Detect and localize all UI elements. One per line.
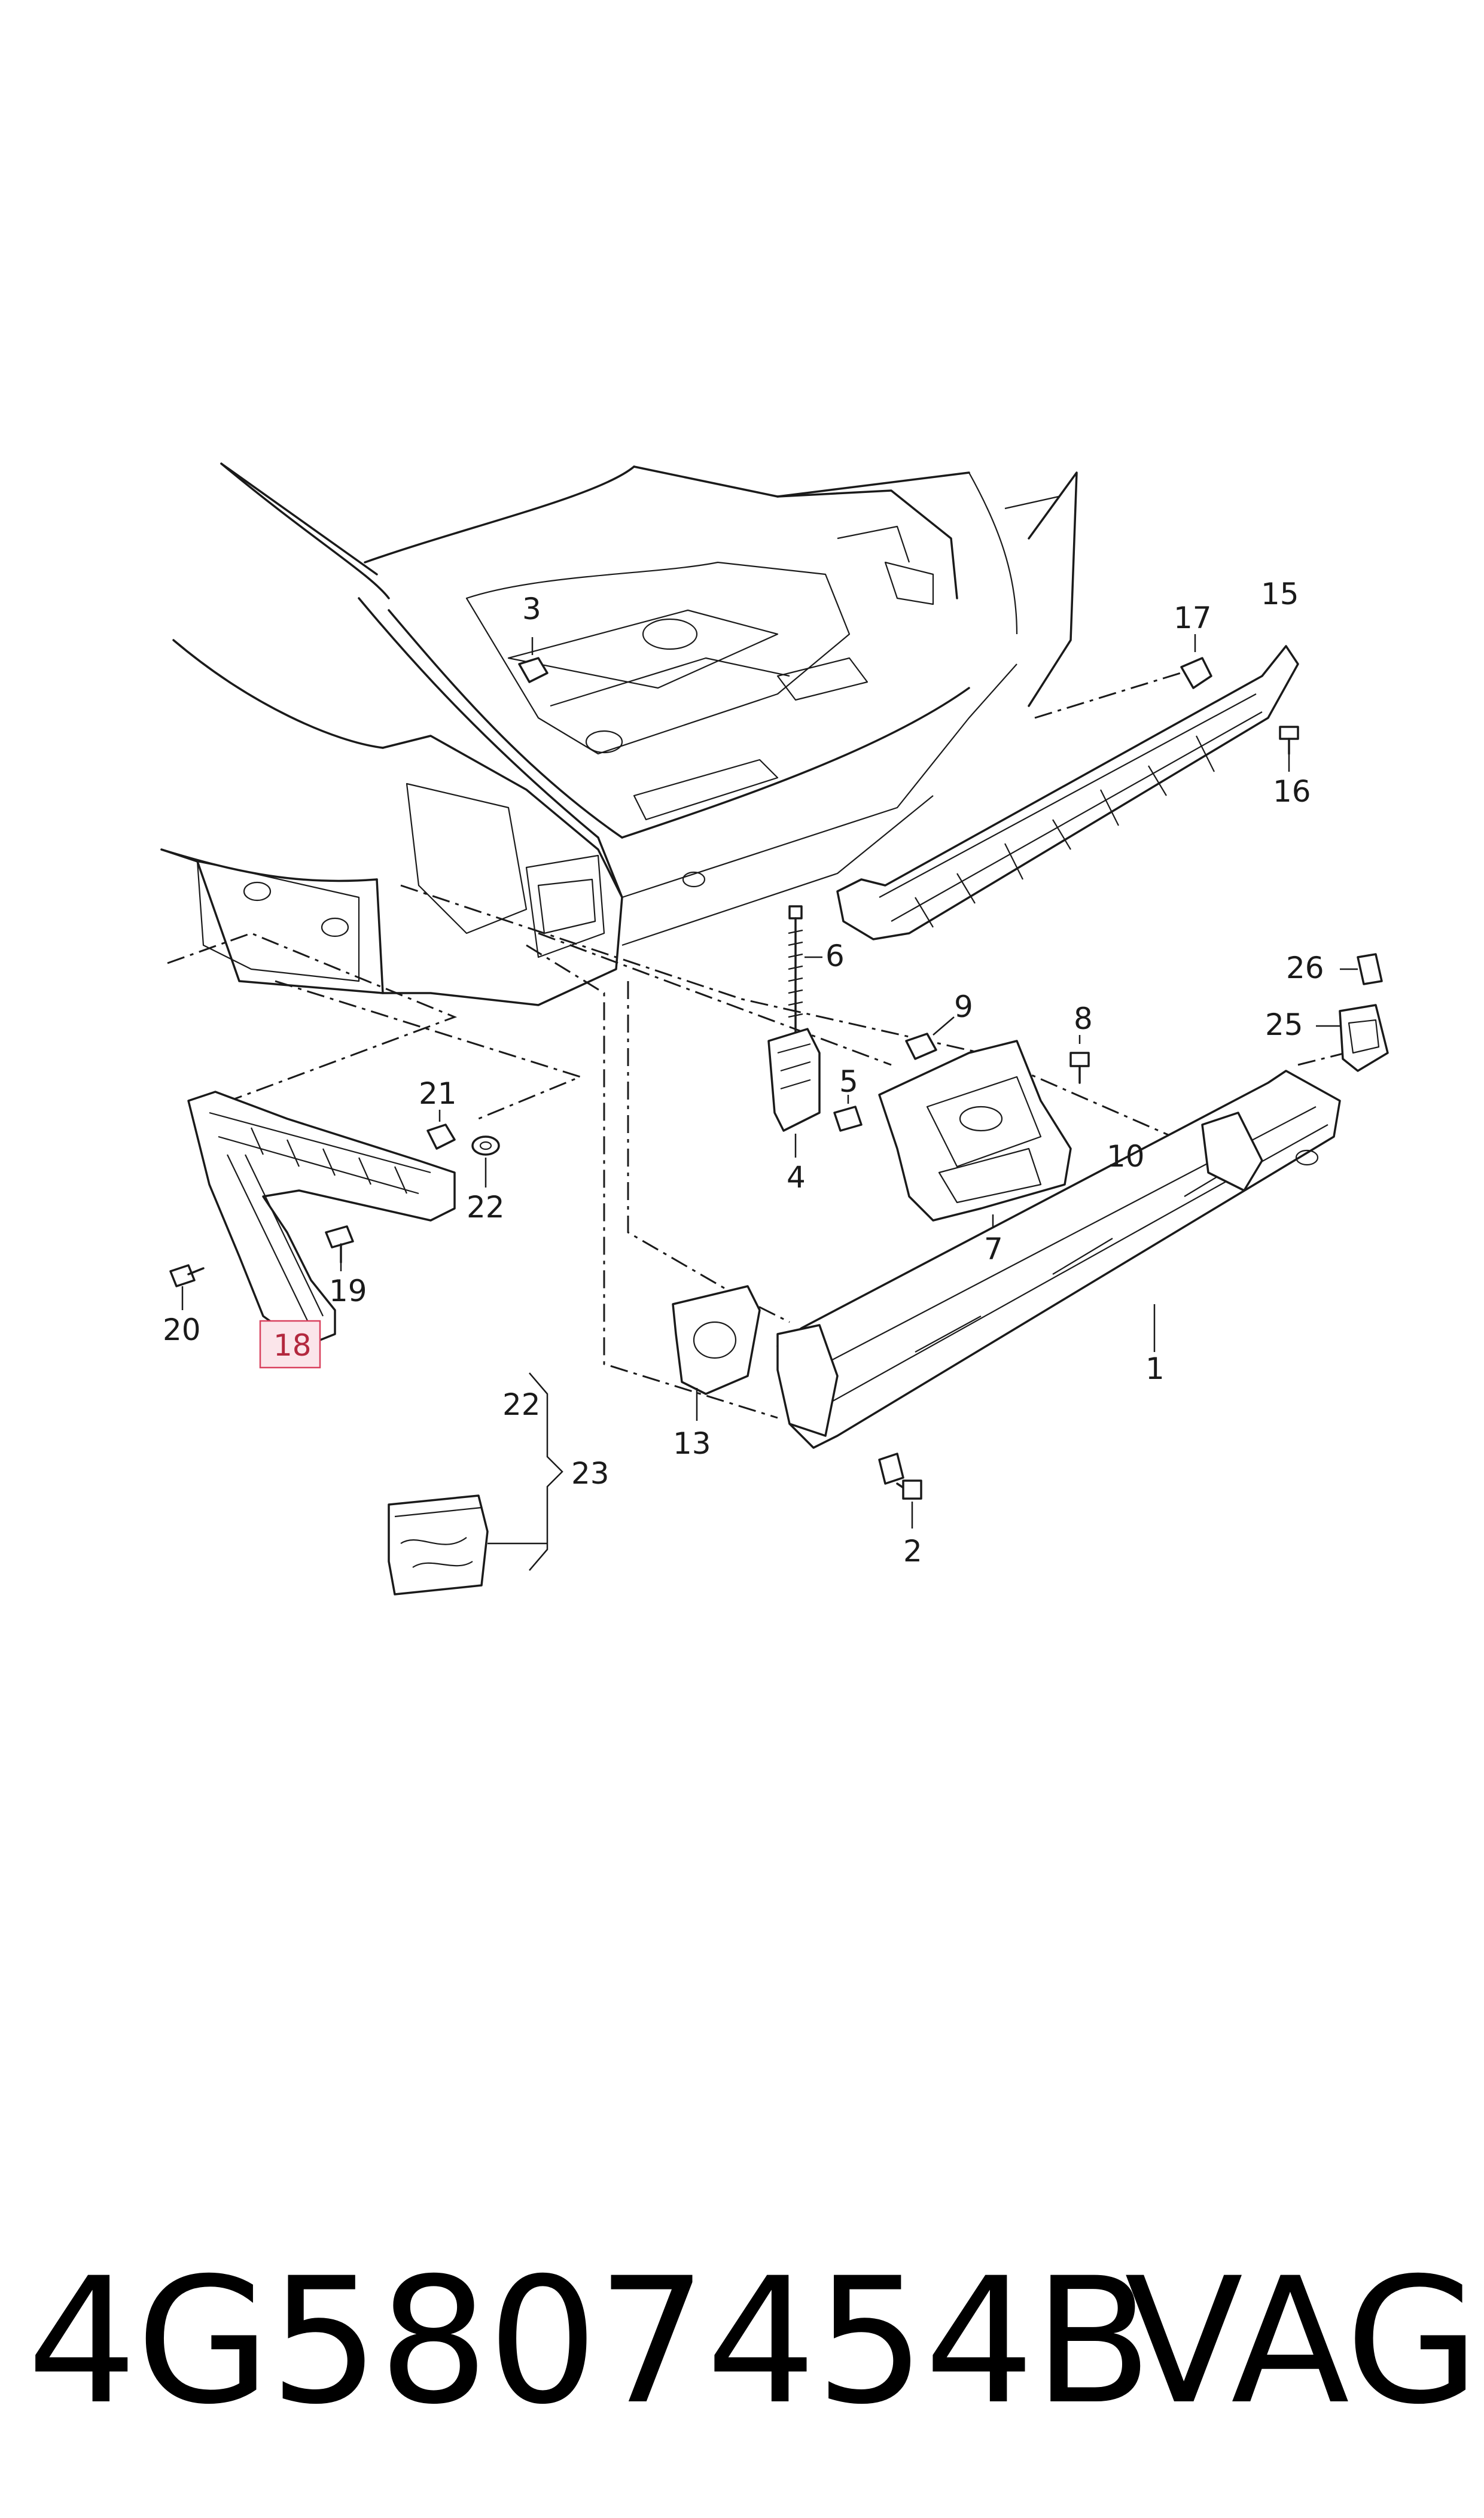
part-21-clip [426,1110,456,1150]
callout-19: 19 [329,1274,367,1308]
part-15-upper-reinforcement [836,645,1299,940]
part-19-screw [325,1225,354,1271]
callout-18: 18 [273,1328,312,1363]
part-25-bracket [1316,1004,1389,1072]
callout-23: 23 [571,1456,610,1491]
callout-6: 6 [825,939,845,973]
callout-26: 26 [1286,951,1324,985]
part-2-bolt [878,1453,922,1529]
callout-9: 9 [954,989,973,1024]
callout-5: 5 [839,1064,858,1099]
callout-15: 15 [1261,577,1299,611]
callout-7: 7 [984,1232,1003,1266]
part-26-bracket [1340,953,1383,985]
callout-22-kit: 22 [502,1387,541,1422]
part-13-plate [672,1285,761,1421]
callout-25: 25 [1265,1007,1303,1042]
part-16-screw [1279,726,1299,772]
part-7-crash-box [878,1040,1072,1232]
part-17-clip [1180,634,1212,689]
brand-name: VAG [1125,2241,1480,2443]
part-23-kit-bracket [487,1372,563,1571]
part-18-side-bracket [187,1091,456,1364]
assembly-lines [167,669,1346,1419]
callout-18-highlight [259,1320,321,1369]
callout-17: 17 [1174,601,1212,635]
part-9-nut [905,1016,955,1060]
callout-1: 1 [1145,1351,1165,1386]
callout-labels: 3 17 15 16 6 9 8 26 25 21 5 10 22 4 19 7… [163,577,1324,1569]
callout-3: 3 [522,592,541,626]
part-8-screw [1069,1035,1090,1084]
callout-2: 2 [903,1534,922,1569]
part-6-long-bolt [788,905,822,1042]
part-4-bracket [767,1028,821,1158]
fastener-bag-icon [388,1494,489,1596]
callout-4: 4 [787,1160,806,1195]
part-1-bumper-beam [776,1070,1341,1449]
part-3-nut [518,637,548,683]
part-22-washer [471,1135,500,1188]
callout-8: 8 [1074,1001,1093,1036]
callout-13: 13 [673,1426,711,1461]
part-20-screw [169,1264,205,1310]
callout-22: 22 [467,1190,505,1225]
part-number: 4G5807454B [27,2241,1153,2443]
callout-10: 10 [1107,1139,1145,1174]
callout-20: 20 [163,1313,201,1347]
part-5-screw [833,1095,863,1132]
car-rear-body [160,462,1078,1006]
callout-21: 21 [419,1076,457,1111]
callout-16: 16 [1273,774,1311,809]
